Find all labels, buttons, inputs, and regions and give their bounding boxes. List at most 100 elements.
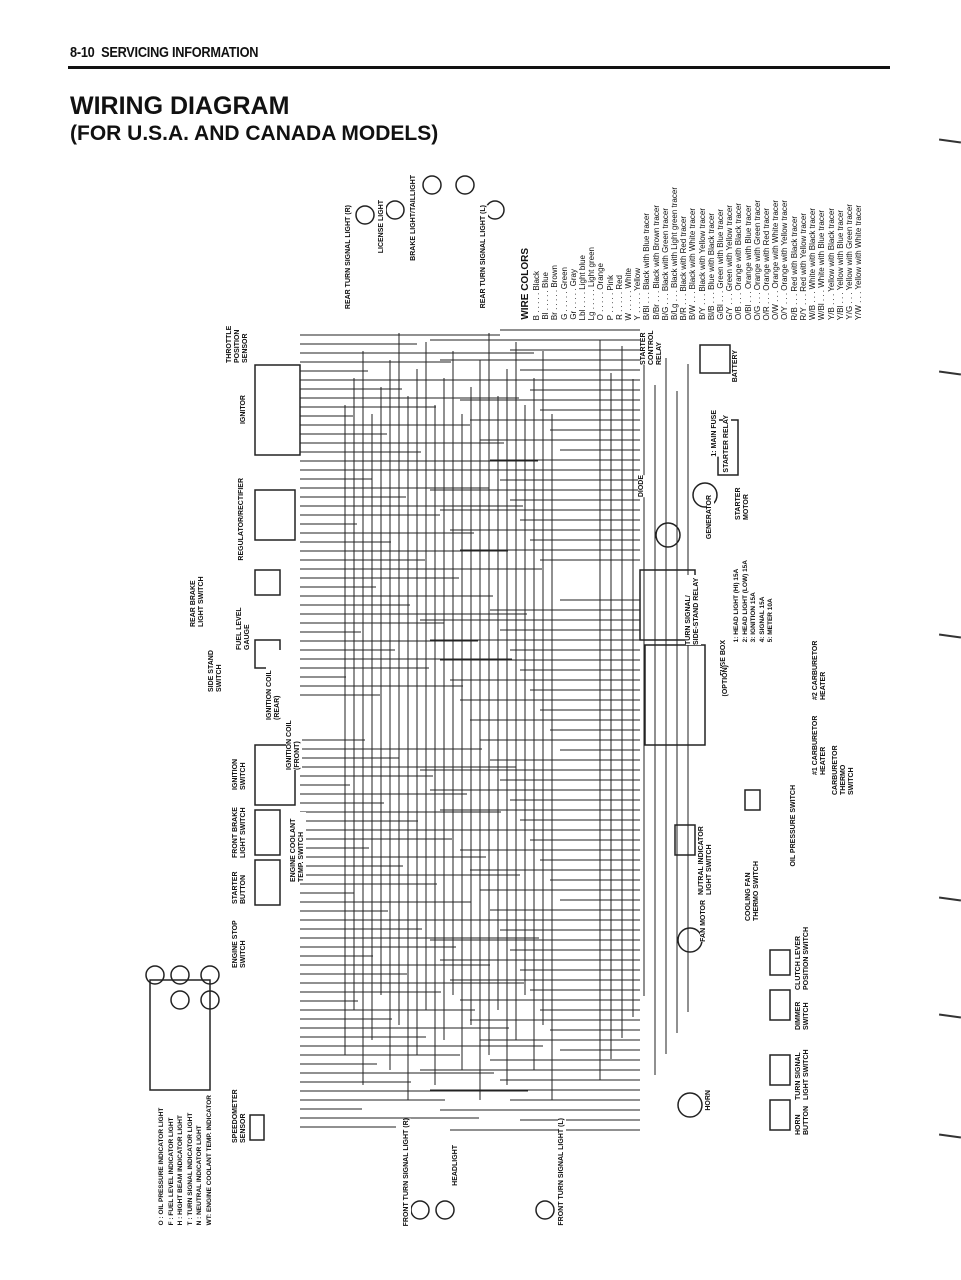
wire-color-item: W/B . . . White with Black tracer [808,207,818,320]
wire-color-item: O/R . . . Orange with Red tracer [762,207,772,320]
component-label: STARTER RELAY [723,415,731,473]
bulb-symbol [655,522,681,548]
bulb-symbol [435,1200,455,1220]
wire-color-item: B/Bl . . . Black with Blue tracer [642,212,652,320]
indicator-item: T : TURN SIGNAL INDICATOR LIGHT [186,1112,194,1226]
component-label: IGNITION COIL (FRONT) [286,700,302,770]
wire-color-item: W/Bl . . . White with Blue tracer [817,209,827,320]
component-label: SPEEDOMETER SENSOR [232,1085,248,1143]
component-label: IGNITOR [240,395,248,425]
indicator-item: WT: ENGINE COOLANT TEMP. INDICATOR [205,1095,213,1226]
component-box [744,789,761,811]
wire-color-item: Br . . . . . Brown [550,264,560,320]
wire-color-item: O/Bl . . . Orange with Blue tracer [743,204,753,320]
component-label: IGNITION COIL (REAR) [266,650,282,720]
component-box [769,1054,791,1086]
component-box [769,1099,791,1131]
component-box [254,489,296,541]
component-label: HORN BUTTON [795,1105,811,1135]
component-label: TURN SIGNAL/ SIDE-STAND RELAY [685,575,701,645]
wire-color-item: R/B . . . Red with Black tracer [789,215,799,320]
component-label: #2 CARBURETOR HEATER [812,630,828,700]
wire-color-item: Lbl . . . . Light blue [578,254,588,320]
fuse-item: 2: HEAD LIGHT (LOW) 15A [741,560,749,643]
component-box [254,809,281,856]
component-label: HEADLIGHT [452,1145,460,1186]
wire-color-item: Y/W . . . Yellow with White tracer [854,204,864,320]
bulb-symbol [485,200,505,220]
indicator-item: H : HIGHT BEAM INDICATOR LIGHT [177,1115,184,1226]
wire-color-item: G . . . . . Green [559,267,569,320]
component-label: HORN [705,1090,713,1111]
component-label: ENGINE COOLANT TEMP. SWITCH [290,812,306,882]
wire-color-item: R . . . . . Red [614,275,624,320]
component-label: NUTRAL INDICATOR LIGHT SWITCH [698,815,714,895]
component-label: TURN SIGNAL LIGHT SWITCH [795,1038,811,1100]
bulb-symbol [535,1200,555,1220]
component-label: REAR TURN SIGNAL LIGHT (L) [480,205,488,309]
wire-color-item: O/B . . . Orange with Black tracer [734,203,744,320]
component-label: REAR BRAKE LIGHT SWITCH [190,565,206,627]
bulb-symbol [170,965,190,985]
bulb-symbol [410,1200,430,1220]
wire-color-item: P . . . . . Pink [605,274,615,320]
component-label: COOLING FAN THERMO SWITCH [745,855,761,921]
component-label: ENGINE STOP SWITCH [232,910,248,968]
component-label: FRONT TURN SIGNAL LIGHT (L) [558,1118,566,1226]
component-box [249,1114,265,1141]
component-box [769,989,791,1021]
component-label: IGNITION SWITCH [232,745,248,790]
indicator-item: O : OIL PRESSURE INDICATOR LIGHT [158,1107,165,1226]
wire-color-item: O/G . . . Orange with Green tracer [752,199,762,321]
bulb-symbol [355,205,375,225]
fuse-item: 1: HEAD LIGHT (HI) 15A [733,568,740,643]
wire-color-item: Gr . . . . . Gray [568,269,578,320]
component-label: SIDE STAND SWITCH [208,640,224,692]
fuse-item: 3: IGNITION 15A [750,592,757,643]
component-label: FRONT BRAKE LIGHT SWITCH [232,796,248,858]
wire-color-item: Bl/B . . . Blue with Black tracer [706,212,716,320]
page-number: 8-10 [70,44,95,61]
component-box [674,824,696,856]
wire-color-item: W . . . . . White [624,267,634,320]
wire-color-item: Y/Bl . . . Yellow with Blue tracer [835,209,845,320]
component-box [644,644,706,746]
fuse-item: 4: SIGNAL 15A [758,596,766,643]
wire-color-item: B/Lg . . . Black with Light green tracer [670,187,680,320]
wire-color-item: Y/G . . . Yellow with Green tracer [844,204,854,320]
wire-color-item: B . . . . . Black [532,270,541,320]
component-label: FAN MOTOR [700,900,708,942]
bulb-symbol [145,965,165,985]
bulb-symbol [422,175,442,195]
component-label: STARTER CONTROL RELAY [640,325,664,365]
legend-title: WIRE COLORS [520,248,531,320]
bulb-symbol [200,990,220,1010]
bulb-symbol [692,482,718,508]
component-label: GENERATOR [706,495,714,540]
component-label: #1 CARBURETOR HEATER [812,705,828,775]
wire-color-item: O . . . . . Orange [596,262,606,320]
component-box [254,364,301,456]
section-title: SERVICING INFORMATION [101,44,259,61]
component-label: DIODE [638,475,646,498]
bulb-symbol [677,1092,703,1118]
component-label: FUEL LEVEL GAUGE [236,598,252,650]
component-label: REGULATOR/RECTIFIER [238,478,246,561]
component-label: OIL PRESSURE SWITCH [790,785,798,867]
component-label: BATTERY [732,350,740,383]
component-label: CARBURETOR THERMO SWITCH [832,740,856,795]
component-box [254,569,281,596]
wire-color-item: R/Y . . . Red with Yellow tracer [798,212,808,320]
wire-color-item: G/Bl . . . Green with Blue tracer [716,209,726,320]
component-label: DIMMER SWITCH [795,995,811,1030]
component-box [149,979,211,1091]
component-label: CLUTCH LEVER POSITION SWITCH [795,920,811,990]
wire-color-item: O/Y . . . Orange with Yellow tracer [780,200,790,320]
wire-color-item: B/W . . . Black with White tracer [688,207,698,320]
page-header: 8-10 SERVICING INFORMATION [70,44,258,61]
